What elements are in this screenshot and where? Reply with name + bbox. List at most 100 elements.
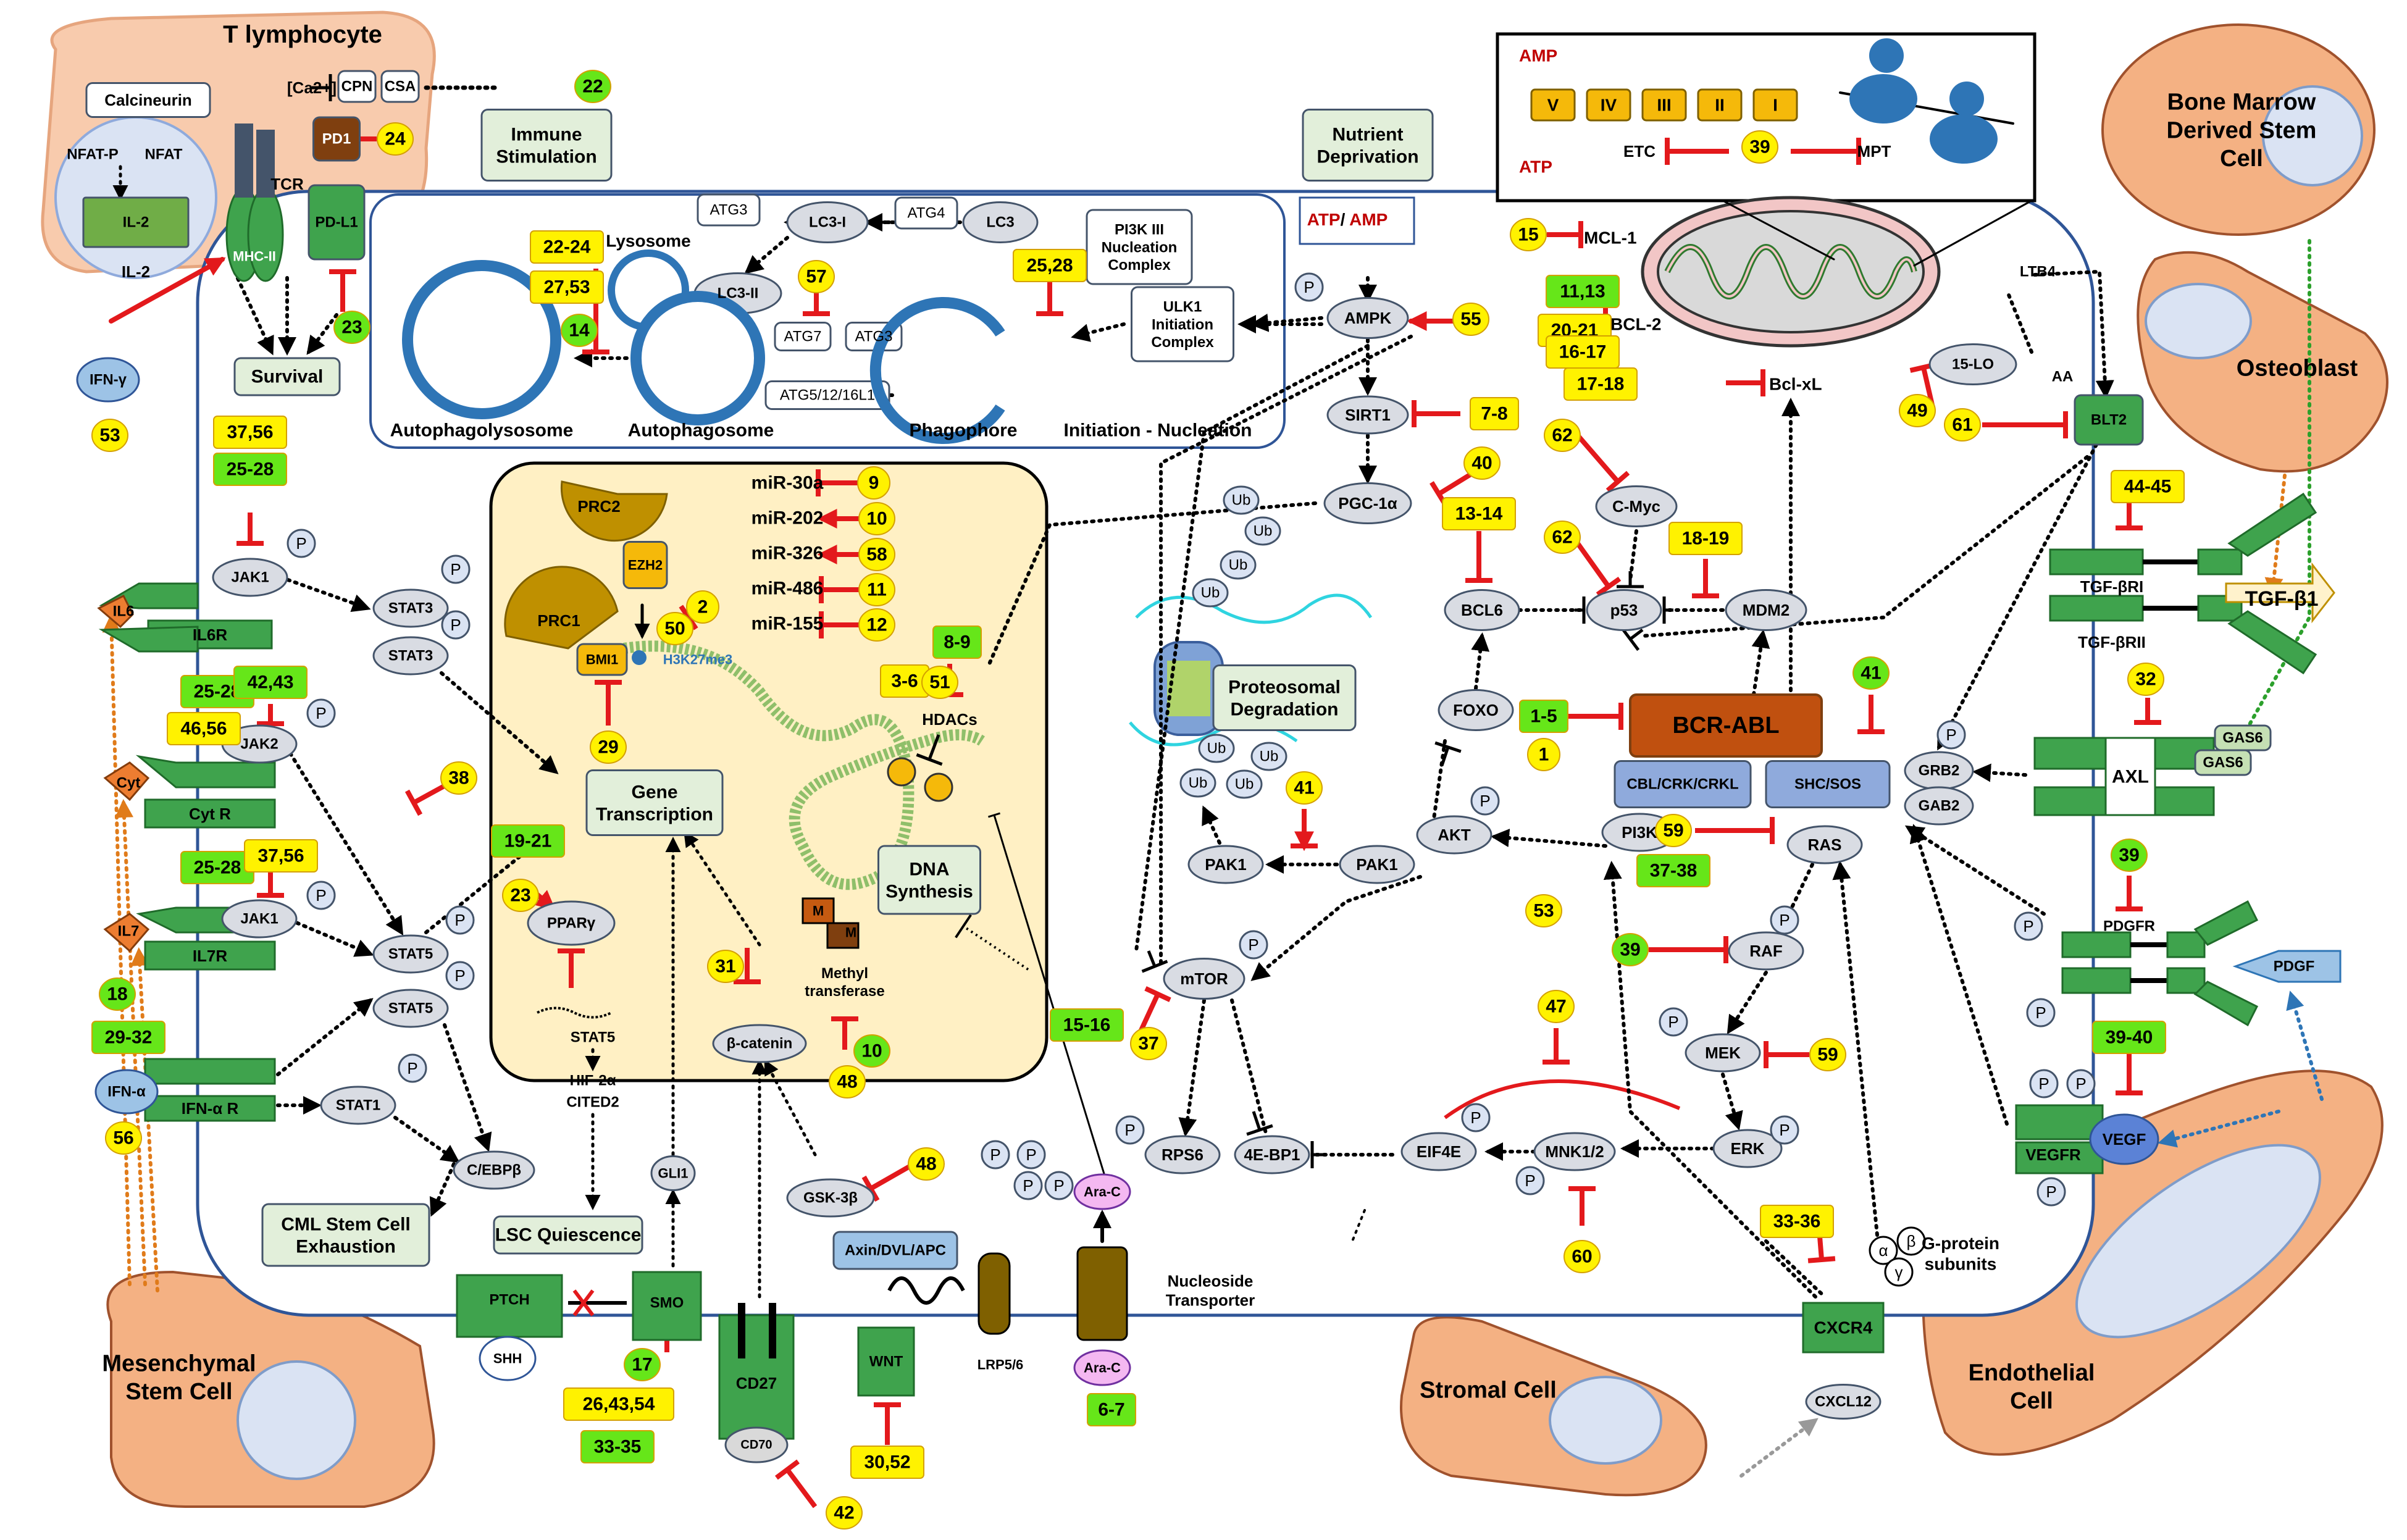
ref-badge-label: 30,52 (864, 1452, 910, 1473)
ref-badge (1899, 394, 1936, 427)
label-akt: AKT (1438, 826, 1471, 844)
phospho-label: P (1124, 1121, 1135, 1139)
phospho-label: P (1053, 1176, 1064, 1195)
il7-ligand (103, 913, 150, 953)
ref-badge (1544, 521, 1581, 554)
etc-complex-label: V (1547, 96, 1559, 115)
label-cd27: CD27 (736, 1374, 777, 1392)
mirna-label: miR-30a (751, 473, 824, 493)
mpt-protein (1949, 82, 1984, 116)
ref-badge-label: 37-38 (1650, 861, 1697, 881)
inhibition-bar (1141, 960, 1168, 973)
etc-complex (1697, 88, 1743, 122)
node-sirt1 (1326, 395, 1409, 435)
autophagosome-shape (630, 291, 765, 425)
etc-complex-label: I (1773, 96, 1778, 115)
label-atg3a: ATG3 (710, 202, 748, 219)
inhibition-bar (1434, 741, 1462, 753)
il6r-arm (98, 626, 199, 653)
ref-badge-label: 12 (866, 615, 887, 635)
endothelial-nucleus (2075, 1144, 2321, 1339)
ref-badge-label: 39 (2119, 845, 2139, 866)
pathway-connector (440, 671, 559, 774)
ref-badge (2111, 839, 2148, 872)
label-jak1a: JAK1 (231, 569, 269, 586)
ref-badge-label: 44-45 (2124, 477, 2172, 497)
mpt-protein (1869, 38, 1904, 73)
inhibition-bar (1246, 1124, 1273, 1136)
ref-badge (826, 1496, 863, 1530)
label-t_lymphocyte: T lymphocyte (223, 21, 382, 48)
bcr-abl-box (1629, 693, 1823, 758)
label-mek: MEK (1705, 1044, 1741, 1062)
phospho-label: P (1525, 1171, 1535, 1190)
nucleoside-transporter (1076, 1246, 1128, 1341)
label-gamma: γ (1895, 1263, 1903, 1281)
label-smo: SMO (650, 1295, 684, 1312)
ref-badge (233, 666, 308, 699)
phospho-p-circle (1770, 905, 1799, 935)
ref-badge (921, 666, 958, 699)
mirna-label: miR-202 (751, 508, 824, 529)
ref-badge-label: 3-6 (891, 671, 918, 692)
phospho-p-circle (441, 610, 471, 640)
inhibition-bar (916, 753, 943, 766)
mhc-ii-right (247, 187, 284, 282)
label-atg5: ATG5/12/16L1 (780, 387, 875, 404)
label-ifna: IFN-α (107, 1084, 146, 1100)
pathway-connector (1431, 739, 1447, 829)
phospho-label: P (2023, 917, 2033, 935)
ubiquitin-circle (1250, 742, 1287, 771)
label-pd1: PD1 (322, 131, 351, 148)
mirna-label: miR-326 (751, 543, 824, 564)
label-ezh2: EZH2 (628, 558, 663, 573)
ref-badge-label: 39 (1749, 137, 1770, 157)
label-m1: M (813, 903, 824, 919)
label-cxcr4: CXCR4 (1814, 1318, 1873, 1337)
box-pi3k3 (1086, 209, 1193, 285)
tgfb1-ligand (2225, 562, 2335, 624)
ref-badge-label: 9 (869, 473, 879, 493)
ref-badge (530, 270, 604, 304)
label-autophago: Autophagosome (628, 421, 774, 441)
cytr-arm (135, 755, 276, 789)
label-pak1a: PAK1 (1356, 855, 1397, 874)
pdgf-ligand (2232, 950, 2342, 983)
label-initiation: Initiation - Nucleation (1064, 421, 1252, 441)
ref-badge-label: 37,56 (227, 422, 273, 443)
phospho-label: P (1248, 935, 1258, 954)
pdgfr-arm (2193, 900, 2259, 946)
ref-badge-label: 7-8 (1481, 404, 1507, 424)
label-atp: ATP (1519, 157, 1552, 177)
ref-badge (1741, 130, 1778, 164)
etc-complex (1641, 88, 1687, 122)
ref-badge-label: 16-17 (1559, 342, 1607, 362)
phospho-label: P (450, 616, 461, 634)
ref-badge-label: 38 (448, 768, 469, 789)
cyt-ligand (103, 761, 150, 801)
ref-badge (1050, 1008, 1124, 1042)
inhibition-bar (1620, 627, 1640, 651)
vegf-ligand (2089, 1113, 2159, 1165)
label-cpn: CPN (341, 78, 373, 95)
pathway-connector (684, 831, 761, 947)
ref-badge-label: 26,43,54 (583, 1394, 655, 1415)
phospho-label: P (1026, 1145, 1036, 1164)
ubiquitin-circle (1220, 550, 1257, 580)
tcr-bar (235, 123, 253, 198)
ref-badge (2092, 1021, 2166, 1054)
label-sirt1: SIRT1 (1345, 406, 1391, 424)
label-pi3k: PI3K (1622, 823, 1657, 842)
ref-badge-label: 11 (867, 580, 887, 600)
box-gas6b (2194, 749, 2252, 776)
label-pdl1: PD-L1 (315, 214, 358, 231)
ref-badge (2127, 663, 2164, 696)
box-nutrient (1302, 109, 1434, 182)
pathway-connector (1071, 322, 1126, 342)
label-mtor: mTOR (1180, 969, 1228, 988)
node-cxcl12 (1805, 1384, 1882, 1420)
node-foxo (1438, 689, 1514, 731)
box-dna_syn (877, 845, 981, 915)
pathway-connector (764, 1059, 817, 1157)
